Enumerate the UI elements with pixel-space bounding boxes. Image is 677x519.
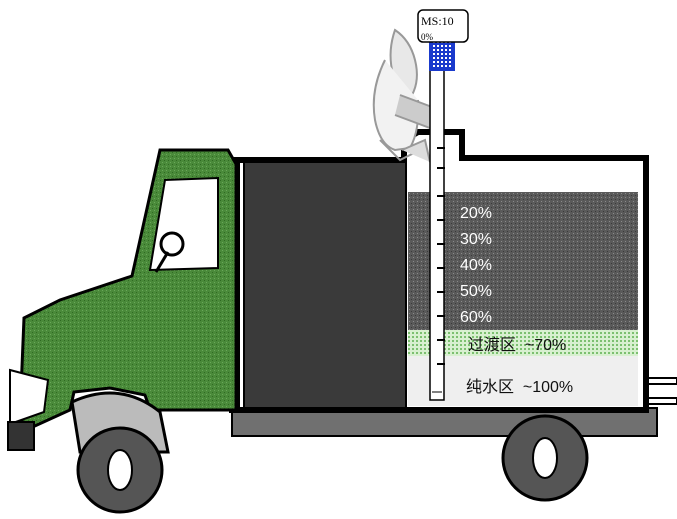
level-label-20: 20% [460,205,492,222]
meter-reading-line2: 0% [421,32,434,42]
moisture-meter: MS:10 0% [418,10,468,70]
level-label-60: 60% [460,309,492,326]
rear-hitch [646,378,677,404]
pure-water-zone-label: 纯水区 ~100% [466,378,573,396]
front-bumper [8,422,34,450]
meter-reading-line1: MS:10 [421,14,454,28]
level-label-50: 50% [460,283,492,300]
sampler-tube [430,60,445,400]
meter-grid-icon [430,40,454,70]
level-label-40: 40% [460,257,492,274]
front-compartment [244,162,406,408]
transition-zone-label: 过渡区 ~70% [468,336,566,354]
level-label-30: 30% [460,231,492,248]
front-wheel [78,428,162,512]
rear-wheel [503,416,587,500]
